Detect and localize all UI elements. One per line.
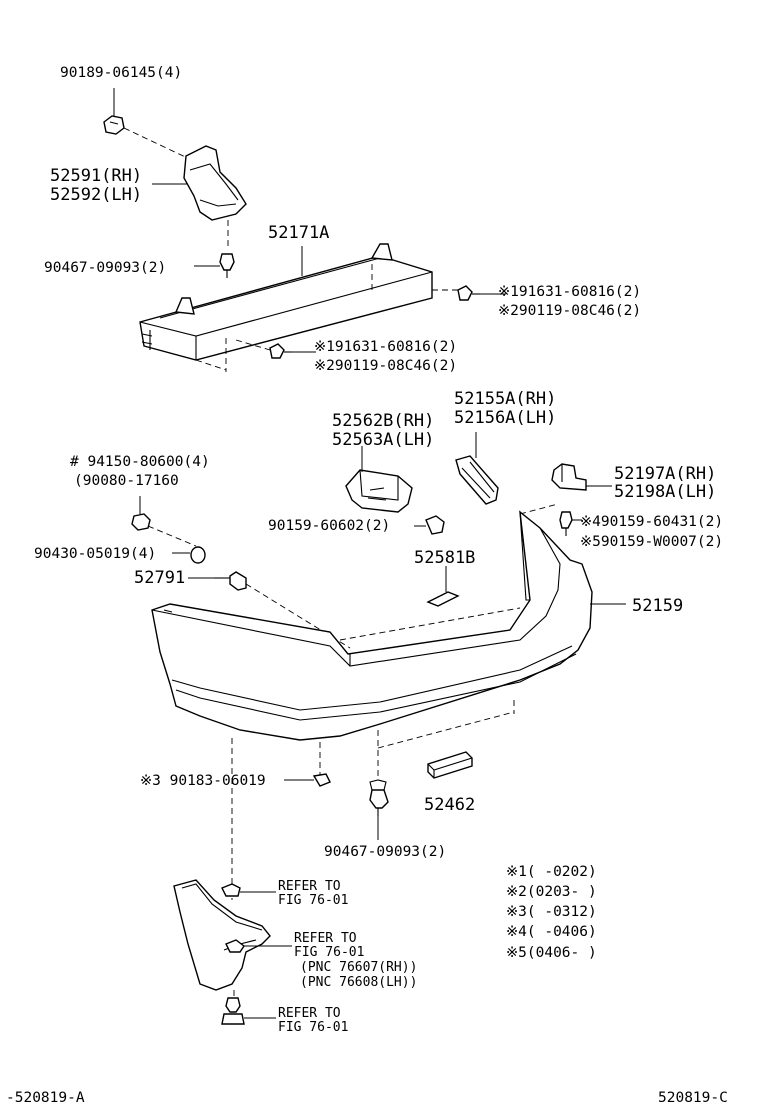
note-4: ※4( -0406) bbox=[506, 924, 597, 940]
clip-bottom bbox=[369, 779, 389, 816]
label-ref2-c: (PNC 76607(RH)) bbox=[300, 960, 417, 975]
label-bumper-cover: 52159 bbox=[632, 596, 683, 616]
label-nut-left2: (90080-17160 bbox=[74, 473, 179, 489]
label-screw-r1: ※490159-60431(2) bbox=[580, 514, 723, 530]
label-ref3-a: REFER TO bbox=[278, 1006, 341, 1021]
label-retainer-rh: 52155A(RH) bbox=[454, 389, 556, 409]
bolt-right bbox=[457, 285, 480, 301]
screw-right bbox=[559, 511, 573, 536]
mudguard-screw-mid bbox=[225, 939, 245, 953]
bolt-center bbox=[269, 343, 292, 359]
bumper-cover bbox=[151, 510, 593, 741]
label-reinforcement: 52171A bbox=[268, 223, 329, 243]
label-ref1-b: FIG 76-01 bbox=[278, 893, 348, 908]
note-1: ※1( -0202) bbox=[506, 864, 597, 880]
footer-left: -520819-A bbox=[6, 1090, 85, 1106]
bumper-support bbox=[345, 469, 413, 513]
label-screw-r2: ※590159-W0007(2) bbox=[580, 534, 723, 550]
label-ref3-b: FIG 76-01 bbox=[278, 1020, 348, 1035]
label-side-rh: 52197A(RH) bbox=[614, 464, 716, 484]
label-washer: 90430-05019(4) bbox=[34, 546, 156, 562]
label-bolt-c2: ※290119-08C46(2) bbox=[314, 358, 457, 374]
label-clip-top: 90467-09093(2) bbox=[44, 260, 166, 276]
note-2: ※2(0203- ) bbox=[506, 884, 597, 900]
mudguard bbox=[173, 879, 271, 991]
label-support-lh: 52563A(LH) bbox=[332, 430, 434, 450]
mudguard-screw-bottom bbox=[221, 997, 245, 1025]
screw-support bbox=[425, 515, 445, 535]
label-pad: 52581B bbox=[414, 548, 475, 568]
note-3: ※3( -0312) bbox=[506, 904, 597, 920]
label-nut-left1: # 94150-80600(4) bbox=[70, 454, 210, 470]
label-ref2-d: (PNC 76608(LH)) bbox=[300, 975, 417, 990]
note-5: ※5(0406- ) bbox=[506, 945, 597, 961]
label-bolt-r1: ※191631-60816(2) bbox=[498, 284, 641, 300]
bumper-reinforcement bbox=[139, 243, 433, 361]
reflector bbox=[427, 751, 473, 779]
label-support-rh: 52562B(RH) bbox=[332, 411, 434, 431]
clip-top bbox=[219, 253, 235, 278]
label-bracket-rh: 52591(RH) bbox=[50, 166, 142, 186]
label-bolt-c1: ※191631-60816(2) bbox=[314, 339, 457, 355]
label-clip-bottom: 90467-09093(2) bbox=[324, 844, 446, 860]
side-retainer bbox=[551, 463, 587, 491]
label-bolt-r2: ※290119-08C46(2) bbox=[498, 303, 641, 319]
label-side-lh: 52198A(LH) bbox=[614, 482, 716, 502]
label-retainer-lh: 52156A(LH) bbox=[454, 408, 556, 428]
energy-absorber-bracket bbox=[183, 145, 247, 221]
label-bolt-52791: 52791 bbox=[134, 568, 185, 588]
label-screw-support: 90159-60602(2) bbox=[268, 518, 390, 534]
label-nut-top: 90189-06145(4) bbox=[60, 65, 182, 81]
label-ref2-b: FIG 76-01 bbox=[294, 945, 364, 960]
label-ref1-a: REFER TO bbox=[278, 879, 341, 894]
clip-lower bbox=[312, 773, 331, 787]
top-nut bbox=[103, 115, 125, 135]
bumper-retainer bbox=[455, 455, 499, 505]
label-bracket-lh: 52592(LH) bbox=[50, 185, 142, 205]
mudguard-screw-top bbox=[221, 883, 241, 897]
label-reflector: 52462 bbox=[424, 795, 475, 815]
pad bbox=[426, 591, 460, 607]
nut-left bbox=[131, 513, 151, 531]
footer-right: 520819-C bbox=[658, 1090, 728, 1106]
label-clip-lower: ※3 90183-06019 bbox=[140, 773, 266, 789]
washer bbox=[190, 546, 206, 564]
bolt-52791 bbox=[214, 571, 247, 591]
label-ref2-a: REFER TO bbox=[294, 931, 357, 946]
